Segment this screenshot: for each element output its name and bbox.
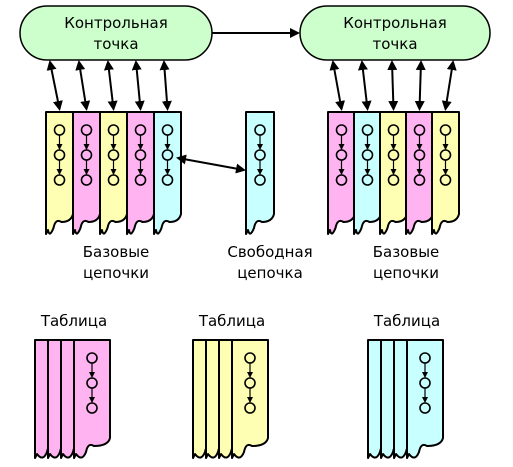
chain-node [86,402,98,414]
base-chains-left-chain-3 [99,111,128,235]
chain-node [161,149,174,161]
table-stack-3 [367,339,444,459]
chain-node [107,149,120,161]
chain-node [134,174,147,186]
free-chain-line1: Свободная [227,243,312,261]
chain-node [335,149,348,161]
chain-node [107,124,120,136]
base-chains-left [45,111,182,235]
table-stack-3-sheet-4 [406,339,444,459]
free-chain-line2: цепочка [237,264,303,282]
chain-node [80,149,93,161]
table-stack-1 [34,339,111,459]
checkpoint-right: Контрольная точка [299,5,491,61]
base-chains-right-arrow-4 [414,60,426,111]
table-stack-2-sheet-4 [231,339,269,459]
chain-node [86,377,98,389]
checkpoint-left-line1: Контрольная [64,14,168,32]
base-chains-right-chain-4 [405,111,434,235]
free-chain [245,111,275,235]
base-chains-right-chain-3 [379,111,408,235]
base-chains-left-arrow-2 [75,60,91,111]
chain-node [439,124,452,136]
chain-node [439,149,452,161]
chain-node [413,149,426,161]
chain-node [80,174,93,186]
chain-node [53,149,66,161]
chain-node [387,149,400,161]
chain-arrows [46,60,457,111]
base-chains-right-line1: Базовые [373,243,440,261]
chain-node [413,124,426,136]
chain-node [254,149,266,161]
table-stack-2 [192,339,269,459]
table-label-3: Таблица [373,312,440,330]
base-chains-left-arrow-1 [46,60,63,111]
chain-node [361,149,374,161]
base-chains-right-chain-2 [353,111,382,235]
chain-node [387,124,400,136]
base-chains-left-arrow-4 [131,60,145,111]
base-chains-left-line1: Базовые [83,243,150,261]
chain-node [244,377,256,389]
chain-node [387,174,400,186]
table-stacks [34,339,444,459]
base-chains-left-chain-1 [45,111,74,235]
chain-node [161,124,174,136]
base-chains-right-arrow-1 [329,60,345,111]
chain-node [419,402,431,414]
chain-node [254,174,266,186]
checkpoint-right-line1: Контрольная [343,14,447,32]
chain-node [53,174,66,186]
chain-node [107,174,120,186]
table-label-2: Таблица [198,312,265,330]
table-stack-1-sheet-4 [73,339,111,459]
chain-node [419,377,431,389]
chain-node [244,402,256,414]
chain-node [254,124,266,136]
base-chains-right-arrow-2 [357,60,372,111]
chain-node [161,174,174,186]
base-chains-right-chain-5 [431,111,460,235]
chain-node [53,124,66,136]
chain-node [335,174,348,186]
table-label-1: Таблица [40,312,107,330]
checkpoint-left: Контрольная точка [19,5,213,61]
base-chains-right-arrow-5 [441,60,457,111]
base-chains-left-arrow-5 [159,60,172,111]
base-chains-left-chain-4 [126,111,155,235]
chain-node [413,174,426,186]
checkpoint-left-line2: точка [93,35,138,53]
base-chains-left-chain-5 [153,111,182,235]
checkpoint-right-line2: точка [372,35,417,53]
chain-strips [45,111,460,235]
chain-node [80,124,93,136]
base-chains-left-line2: цепочки [83,264,149,282]
base-chains-right [327,111,460,235]
chain-node [86,352,98,364]
chain-node [361,124,374,136]
chain-node [439,174,452,186]
chain-node [335,124,348,136]
base-chains-right-arrow-3 [387,60,399,111]
base-chains-right-chain-1 [327,111,356,235]
chain-node [134,124,147,136]
free-chain-link-arrow [176,154,246,174]
chain-node [244,352,256,364]
chain-node [134,149,147,161]
base-chains-right-line2: цепочки [373,264,439,282]
free-chain-group [245,111,275,235]
chain-node [361,174,374,186]
chain-node [419,352,431,364]
base-chains-left-chain-2 [72,111,101,235]
base-chains-left-arrow-3 [103,60,118,111]
